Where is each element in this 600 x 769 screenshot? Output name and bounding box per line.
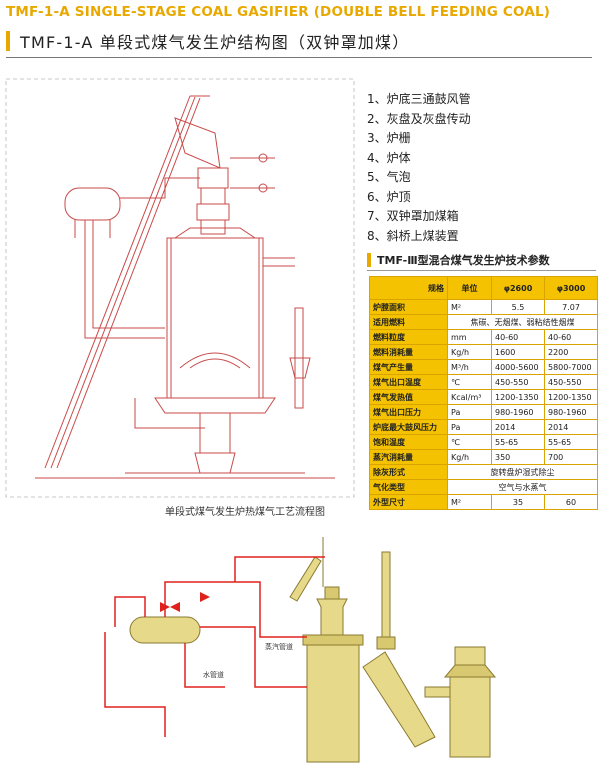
row-label: 煤气出口压力: [369, 404, 448, 420]
row-value-2: 700: [544, 449, 598, 465]
row-value-2: 980-1960: [544, 404, 598, 420]
gasifier-structure-drawing: [5, 78, 355, 498]
table-row: 煤气产生量 M³/h 4000-5600 5800-7000: [369, 359, 598, 375]
table-row: 适用燃料 焦碳、无烟煤、弱粘结性烟煤: [369, 314, 598, 330]
legend-item: 3、炉栅: [367, 131, 411, 145]
row-label: 除灰形式: [369, 464, 448, 480]
row-label: 饱和温度: [369, 434, 448, 450]
header-unit-cell: 单位: [447, 276, 492, 300]
row-value-2: 40-60: [544, 329, 598, 345]
legend-item: 7、双钟罩加煤箱: [367, 209, 459, 223]
row-value-1: 55-65: [491, 434, 545, 450]
row-value-2: 2014: [544, 419, 598, 435]
row-value-2: 450-550: [544, 374, 598, 390]
row-label: 煤气发热值: [369, 389, 448, 405]
row-value-1: 1600: [491, 344, 545, 360]
table-row: 气化类型 空气与水蒸气: [369, 479, 598, 495]
row-label: 炉底最大鼓风压力: [369, 419, 448, 435]
table-row: 燃料消耗量 Kg/h 1600 2200: [369, 344, 598, 360]
row-value-2: 2200: [544, 344, 598, 360]
header-col2-cell: φ3000: [544, 276, 598, 300]
legend-item: 2、灰盘及灰盘传动: [367, 111, 471, 126]
spec-title-accent-bar: [367, 253, 371, 267]
chinese-title: TMF-1-A 单段式煤气发生炉结构图（双钟罩加煤）: [20, 33, 410, 52]
row-label: 炉膛面积: [369, 299, 448, 315]
row-unit: M²: [447, 494, 492, 510]
row-label: 煤气出口温度: [369, 374, 448, 390]
row-value-2: 1200-1350: [544, 389, 598, 405]
row-label: 煤气产生量: [369, 359, 448, 375]
table-row: 炉底最大鼓风压力 Pa 2014 2014: [369, 419, 598, 435]
row-unit: M³/h: [447, 359, 492, 375]
title-accent-bar: [6, 31, 10, 51]
row-value-1: 2014: [491, 419, 545, 435]
title-divider: [6, 57, 592, 58]
row-value-1: 980-1960: [491, 404, 545, 420]
row-value-2: 5800-7000: [544, 359, 598, 375]
spec-table-header: 规格 单位 φ2600 φ3000: [369, 276, 598, 300]
row-value-1: 4000-5600: [491, 359, 545, 375]
row-unit: mm: [447, 329, 492, 345]
drawing-caption: 单段式煤气发生炉热煤气工艺流程图: [165, 507, 325, 518]
row-unit: Kg/h: [447, 449, 492, 465]
row-label: 适用燃料: [369, 314, 448, 330]
row-unit: ℃: [447, 434, 492, 450]
steam-pipe-label: 蒸汽管道: [265, 642, 293, 651]
row-value-1: 5.5: [491, 299, 545, 315]
row-value-1: 1200-1350: [491, 389, 545, 405]
row-value-2: 7.07: [544, 299, 598, 315]
row-unit: Kcal/m³: [447, 389, 492, 405]
row-value-2: 60: [544, 494, 598, 510]
row-value-1: 350: [491, 449, 545, 465]
header-spec-cell: 规格: [369, 276, 448, 300]
row-value-1: 35: [491, 494, 545, 510]
row-unit: M²: [447, 299, 492, 315]
table-row: 煤气出口温度 ℃ 450-550 450-550: [369, 374, 598, 390]
legend-item: 1、炉底三通鼓风管: [367, 92, 471, 106]
legend-item: 6、炉顶: [367, 189, 411, 204]
row-value-1: 450-550: [491, 374, 545, 390]
legend-item: 5、气泡: [367, 170, 411, 184]
row-unit: ℃: [447, 374, 492, 390]
spec-table-title-row: TMF-Ⅲ型混合煤气发生炉技术参数: [367, 252, 550, 268]
row-label: 燃料消耗量: [369, 344, 448, 360]
parts-legend: 1、炉底三通鼓风管 2、灰盘及灰盘传动 3、炉栅 4、炉体 5、气泡 6、炉顶 …: [367, 90, 471, 246]
spec-table-title: TMF-Ⅲ型混合煤气发生炉技术参数: [377, 254, 550, 267]
legend-item: 4、炉体: [367, 150, 411, 165]
legend-item: 8、斜桥上煤装置: [367, 228, 459, 243]
row-unit: Kg/h: [447, 344, 492, 360]
row-label: 外型尺寸: [369, 494, 448, 510]
table-row: 燃料粒度 mm 40-60 40-60: [369, 329, 598, 345]
spec-table: 规格 单位 φ2600 φ3000 炉膛面积 M² 5.5 7.07 适用燃料 …: [369, 276, 598, 510]
header-col1-cell: φ2600: [491, 276, 545, 300]
row-label: 燃料粒度: [369, 329, 448, 345]
table-row: 炉膛面积 M² 5.5 7.07: [369, 299, 598, 315]
row-value-span: 旋转盘炉湿式除尘: [447, 464, 598, 480]
row-label: 蒸汽消耗量: [369, 449, 448, 465]
row-value-2: 55-65: [544, 434, 598, 450]
table-row: 外型尺寸 M² 35 60: [369, 494, 598, 510]
english-title: TMF-1-A SINGLE-STAGE COAL GASIFIER (DOUB…: [6, 4, 551, 20]
row-unit: Pa: [447, 419, 492, 435]
row-value-span: 空气与水蒸气: [447, 479, 598, 495]
water-pipe-label: 水管道: [203, 670, 224, 679]
table-row: 煤气发热值 Kcal/m³ 1200-1350 1200-1350: [369, 389, 598, 405]
row-unit: Pa: [447, 404, 492, 420]
process-flow-illustration: 蒸汽管道 水管道: [85, 537, 595, 769]
table-row: 煤气出口压力 Pa 980-1960 980-1960: [369, 404, 598, 420]
table-row: 饱和温度 ℃ 55-65 55-65: [369, 434, 598, 450]
table-row: 除灰形式 旋转盘炉湿式除尘: [369, 464, 598, 480]
row-label: 气化类型: [369, 479, 448, 495]
row-value-span: 焦碳、无烟煤、弱粘结性烟煤: [447, 314, 598, 330]
spec-title-divider: [367, 270, 596, 271]
table-row: 蒸汽消耗量 Kg/h 350 700: [369, 449, 598, 465]
row-value-1: 40-60: [491, 329, 545, 345]
chinese-title-row: TMF-1-A 单段式煤气发生炉结构图（双钟罩加煤）: [6, 30, 409, 52]
